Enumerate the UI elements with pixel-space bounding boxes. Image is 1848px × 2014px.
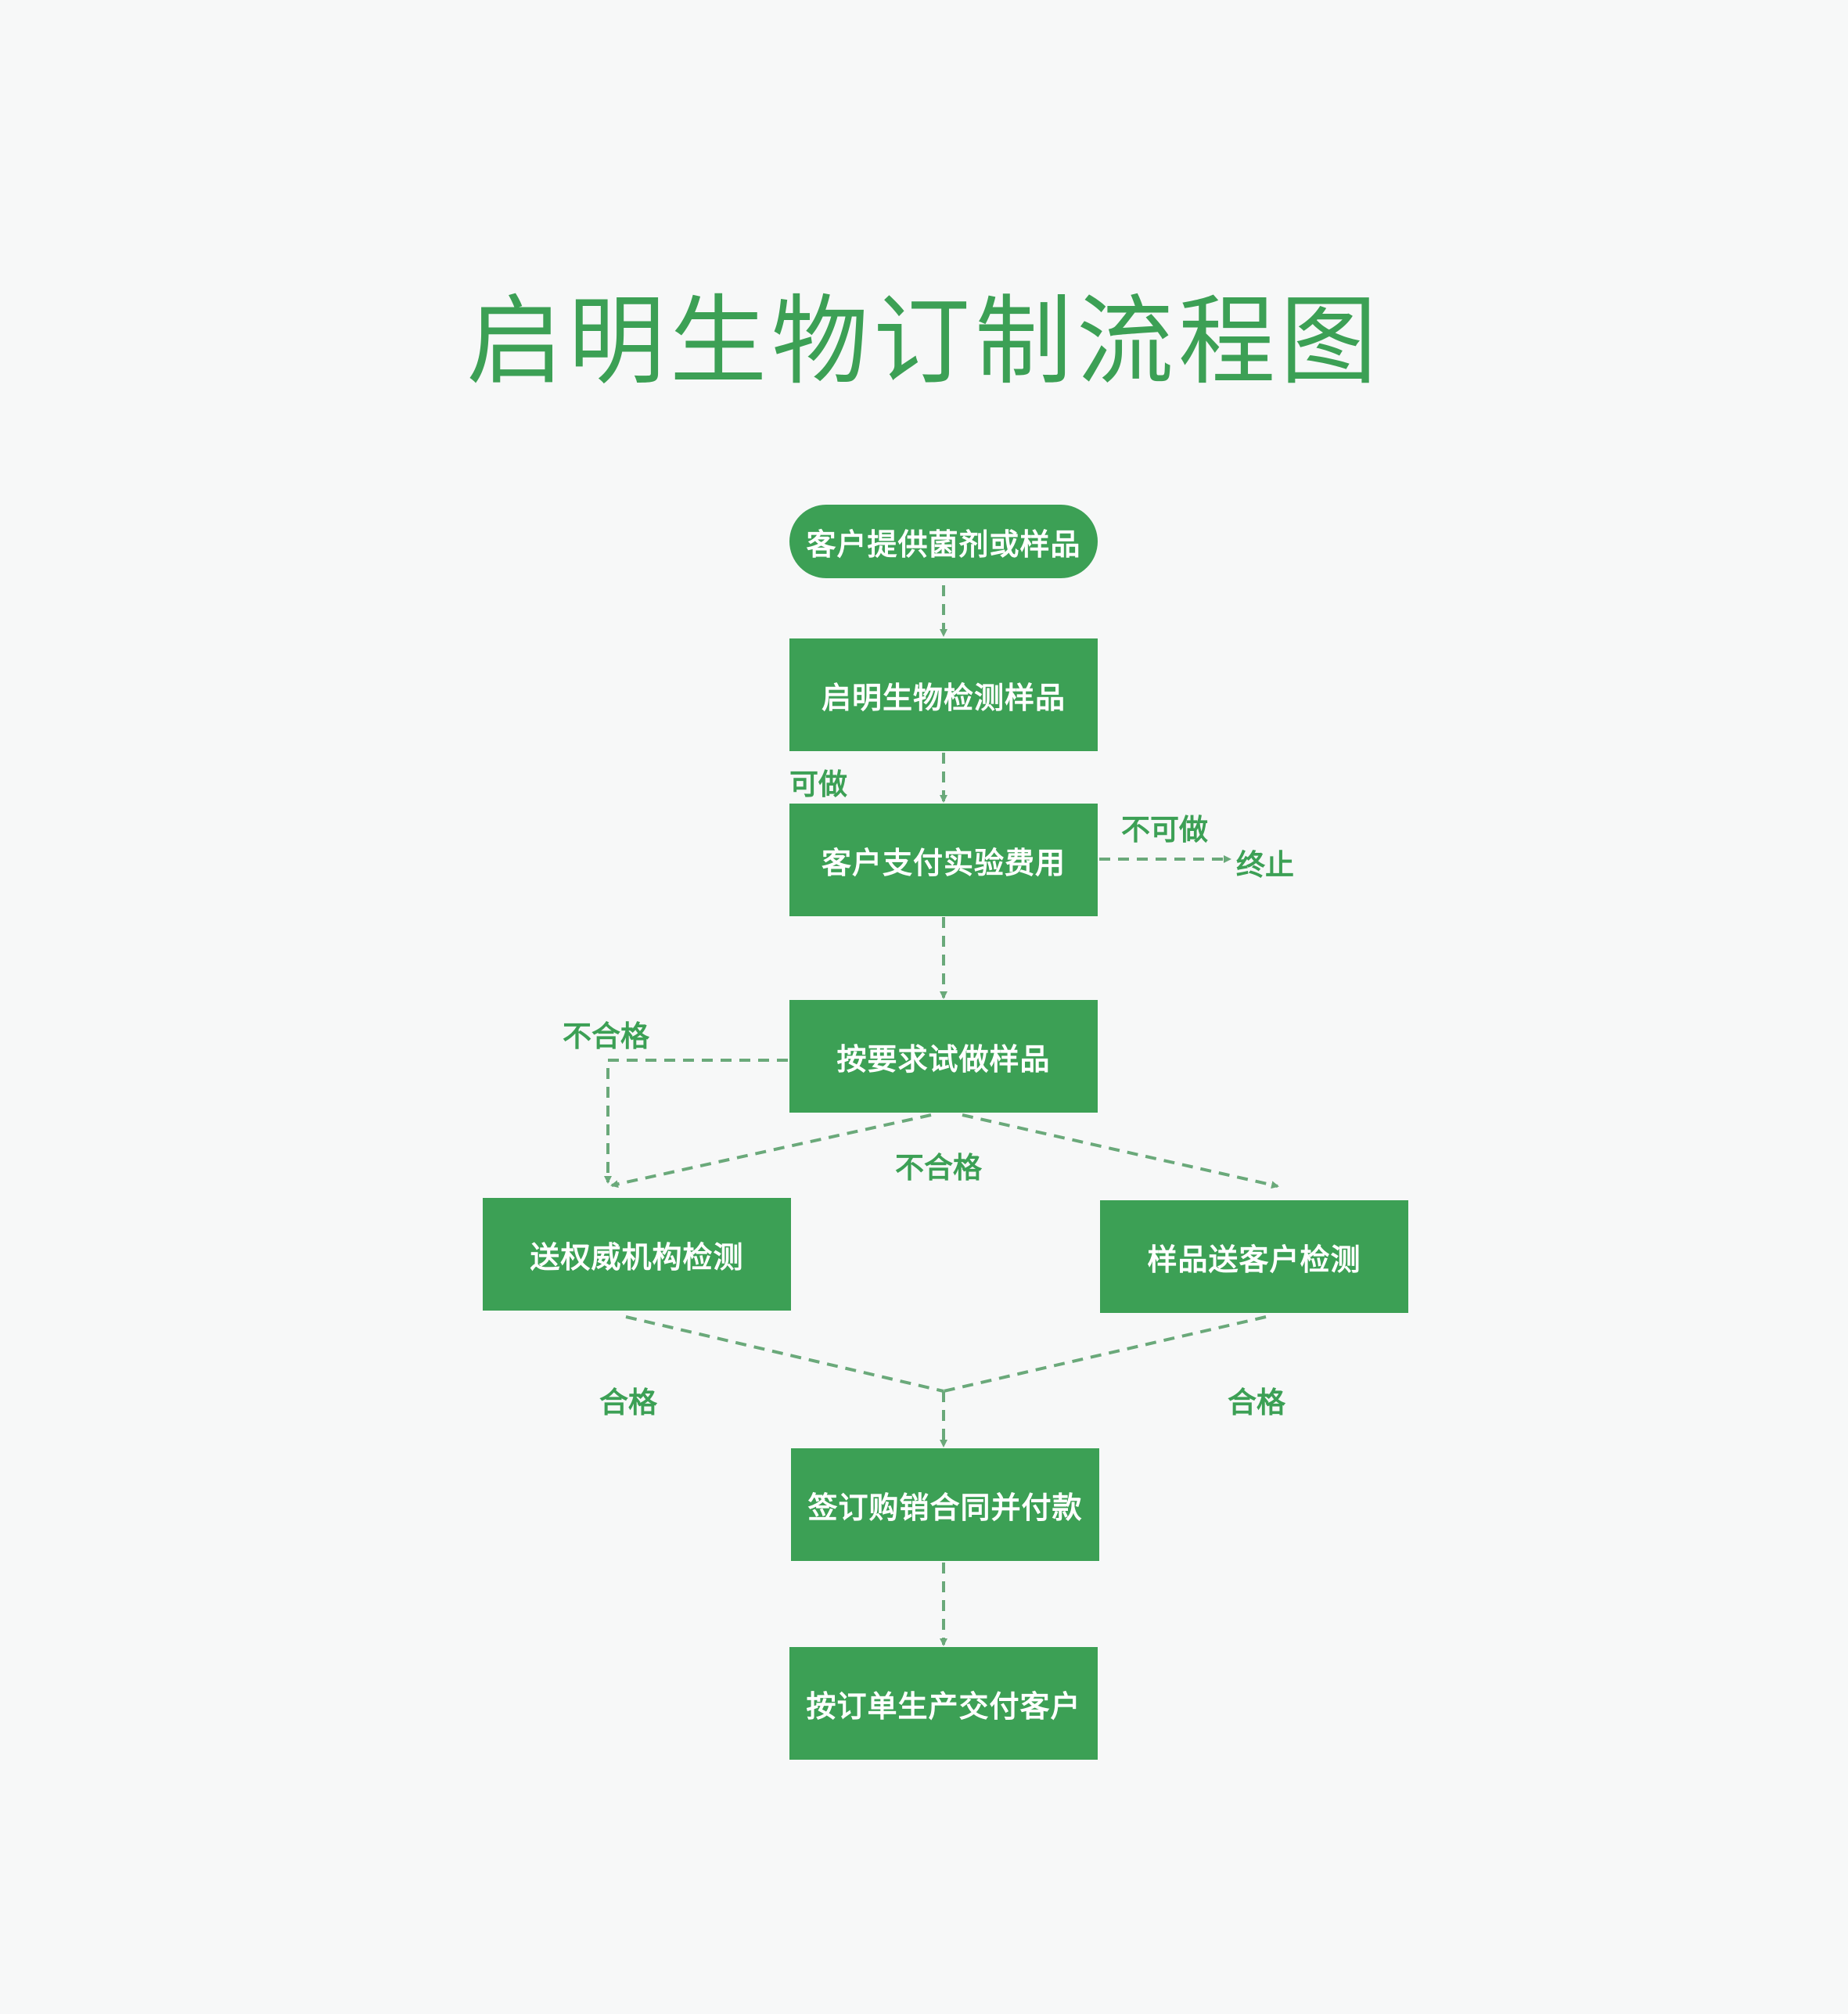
node-pay: 客户支付实验费用 bbox=[789, 804, 1098, 916]
arrow-customer-merge bbox=[943, 1315, 1267, 1393]
arrow-sample-authority bbox=[610, 1113, 932, 1189]
label-pass-right: 合格 bbox=[1228, 1386, 1285, 1419]
label-can-do: 可做 bbox=[789, 768, 847, 801]
node-sample: 按要求试做样品 bbox=[789, 1000, 1098, 1113]
label-terminate: 终止 bbox=[1236, 848, 1294, 882]
node-start: 客户提供菌剂或样品 bbox=[789, 505, 1098, 578]
arrow-sample-customer bbox=[962, 1113, 1279, 1189]
node-customer-test: 样品送客户检测 bbox=[1100, 1200, 1408, 1313]
page-title: 启明生物订制流程图 bbox=[466, 286, 1382, 398]
label-cannot-do: 不可做 bbox=[1121, 813, 1208, 847]
node-authority: 送权威机构检测 bbox=[483, 1198, 791, 1311]
arrow-sample-authority-fail bbox=[604, 1059, 788, 1184]
label-fail-mid: 不合格 bbox=[895, 1151, 982, 1185]
arrow-authority-merge bbox=[625, 1315, 944, 1393]
node-produce: 按订单生产交付客户 bbox=[789, 1647, 1098, 1760]
node-contract: 签订购销合同并付款 bbox=[791, 1448, 1099, 1561]
label-pass-left: 合格 bbox=[599, 1386, 657, 1419]
label-fail-left: 不合格 bbox=[563, 1020, 649, 1053]
node-inspect: 启明生物检测样品 bbox=[789, 638, 1098, 751]
